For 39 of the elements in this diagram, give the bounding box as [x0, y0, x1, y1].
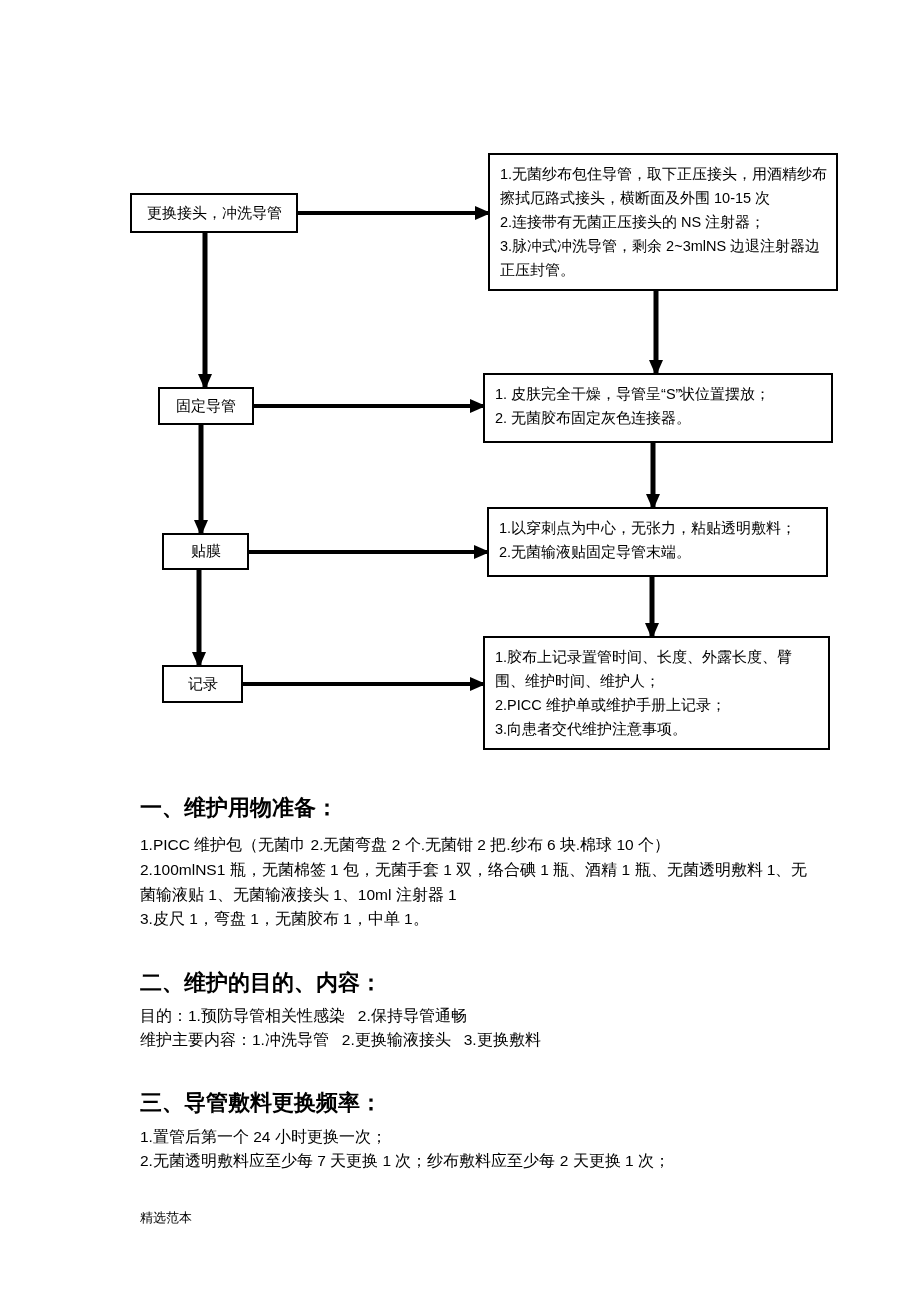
- step-box: [162, 533, 249, 570]
- paragraph: 1.置管后第一个 24 小时更换一次；: [140, 1127, 388, 1147]
- arrow: [649, 291, 663, 376]
- instruction-text: 1. 皮肤完全干燥，导管呈“S”状位置摆放；: [495, 385, 772, 404]
- paragraph: 2.无菌透明敷料应至少每 7 天更换 1 次；纱布敷料应至少每 2 天更换 1 次；: [140, 1151, 671, 1171]
- instruction-text: 1.以穿刺点为中心，无张力，粘贴透明敷料；: [499, 519, 798, 538]
- arrow: [194, 425, 208, 536]
- arrow: [192, 570, 206, 668]
- instruction-box: [483, 373, 833, 443]
- section-heading: 一、维护用物准备：: [140, 794, 339, 822]
- instruction-text: 2.无菌输液贴固定导管末端。: [499, 543, 693, 562]
- instruction-text: 1.无菌纱布包住导管，取下正压接头，用酒精纱布擦拭厄路式接头，横断面及外围 10-15 次: [500, 165, 829, 208]
- instruction-text: 2.PICC 维护单或维护手册上记录；: [495, 696, 727, 715]
- step-label: 贴膜: [190, 542, 221, 561]
- step-label: 固定导管: [176, 396, 236, 416]
- step-box: [162, 665, 243, 703]
- instruction-text: 1.胶布上记录置管时间、长度、外露长度、臂围、维护时间、维护人；: [495, 648, 794, 691]
- arrow: [646, 443, 660, 510]
- instruction-text: 3.向患者交代维护注意事项。: [495, 720, 689, 739]
- arrow: [645, 577, 659, 639]
- step-label: 更换接头，冲洗导管: [146, 203, 282, 223]
- paragraph: 1.PICC 维护包（无菌巾 2.无菌弯盘 2 个.无菌钳 2 把.纱布 6 块.棉球 10 个）: [140, 835, 671, 855]
- instruction-box: [487, 507, 828, 577]
- step-label: 记录: [187, 674, 218, 694]
- paragraph: 3.皮尺 1，弯盘 1，无菌胶布 1，中单 1。: [140, 909, 430, 929]
- instruction-text: 2. 无菌胶布固定灰色连接器。: [495, 409, 693, 428]
- section-heading: 三、导管敷料更换频率：: [140, 1089, 383, 1117]
- step-box: [130, 193, 298, 233]
- arrow: [198, 233, 212, 390]
- paragraph: 维护主要内容：1.冲洗导管 2.更换输液接头 3.更换敷料: [140, 1030, 542, 1050]
- section-heading: 二、维护的目的、内容：: [140, 969, 383, 997]
- step-box: [158, 387, 254, 425]
- instruction-box: [483, 636, 830, 750]
- paragraph: 目的：1.预防导管相关性感染 2.保持导管通畅: [140, 1006, 468, 1026]
- instruction-text: 2.连接带有无菌正压接头的 NS 注射器；: [500, 213, 767, 232]
- paragraph: 2.100mlNS1 瓶，无菌棉签 1 包，无菌手套 1 双，络合碘 1 瓶、酒精 1 瓶、无菌透明敷料 1、无菌输液贴 1、无菌输液接头 1、10ml 注射器 1: [140, 860, 809, 905]
- footer-text: 精选范本: [140, 1209, 193, 1227]
- instruction-text: 3.脉冲式冲洗导管，剩余 2~3mlNS 边退注射器边正压封管。: [500, 237, 822, 280]
- instruction-box: [488, 153, 838, 291]
